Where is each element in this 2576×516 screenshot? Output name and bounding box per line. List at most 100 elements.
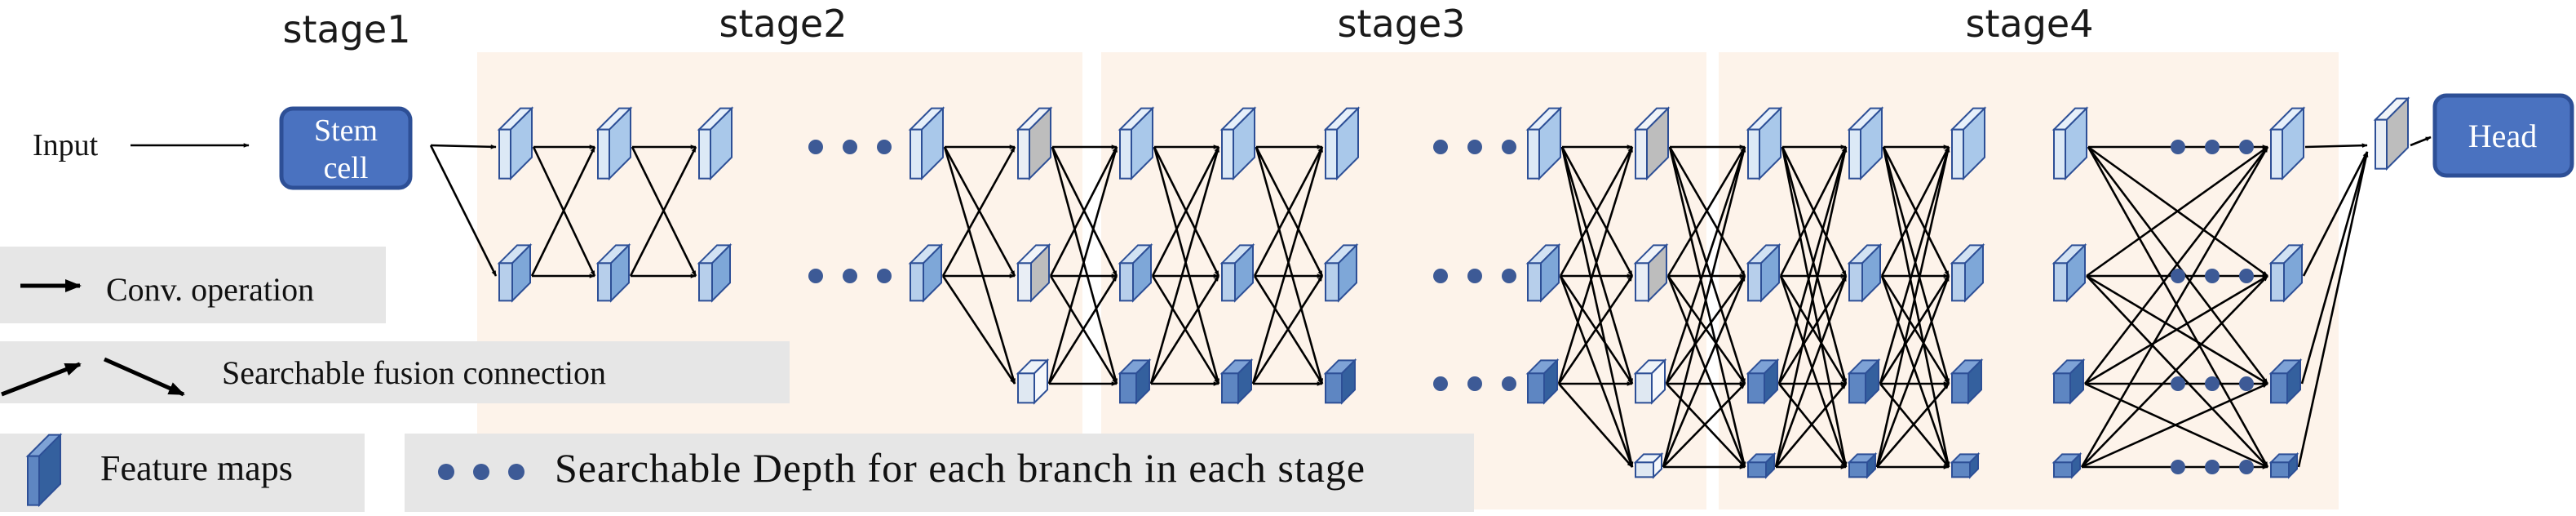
- legend-fusion-text: Searchable fusion connection: [222, 354, 606, 391]
- feature-map-s3-c9-r3: [1633, 452, 1664, 479]
- connection-lines: [429, 136, 2432, 469]
- fusion-edge-9-3-0: [1662, 146, 1746, 468]
- depth-dot-s3-r0-2: [1502, 140, 1516, 154]
- feature-map-s3-c8-r0: [1525, 106, 1563, 181]
- depth-dot-s4-r2-2: [2239, 376, 2254, 391]
- fusion-edge-5-0-2: [1153, 146, 1220, 385]
- fusion-edge-1-1-0: [629, 146, 697, 277]
- fusion-edge-9-2-3: [1666, 383, 1746, 468]
- feature-map-s2-c3-r1: [908, 242, 944, 303]
- depth-dot-s4-r2-1: [2205, 376, 2220, 391]
- feature-map-s2-c1-r0: [595, 106, 633, 181]
- feature-map-s2-c2-r1: [697, 242, 733, 303]
- stem-cell-label-line2: cell: [324, 151, 369, 185]
- feature-map-s3-c6-r2: [1219, 358, 1254, 405]
- fusion-edge-11-3-0: [1875, 146, 1950, 468]
- fusion-edge-13-1-3: [2086, 275, 2268, 468]
- fusion-edge-13-0-2: [2087, 146, 2269, 385]
- fusion-edge-3-0-2: [943, 146, 1016, 385]
- depth-dot-s3-r2-0: [1433, 376, 1448, 391]
- depth-dot-s3-r2-2: [1502, 376, 1516, 391]
- fusion-edge-8-1-0: [1559, 146, 1634, 277]
- legend-depth-dots: [438, 464, 524, 480]
- feature-map-s2-c0-r0: [497, 106, 534, 181]
- depth-dots: [808, 140, 2254, 474]
- feature-map-s3-c9-r2: [1633, 358, 1667, 405]
- feature-map-s3-c6-r1: [1219, 242, 1255, 303]
- feature-map-s4-c14-r2: [2268, 358, 2303, 405]
- stage1-title: stage1: [283, 7, 411, 51]
- depth-dot-s4-r3-0: [2171, 460, 2185, 474]
- depth-dot-s4-r0-1: [2205, 140, 2220, 154]
- feature-map-s4-c10-r3: [1746, 452, 1777, 479]
- feature-map-s3-c7-r1: [1323, 242, 1359, 303]
- feature-map-s2-c0-r1: [497, 242, 533, 303]
- feature-map-s4-c11-r3: [1847, 452, 1878, 479]
- legend-depth-background: [405, 434, 1474, 512]
- fusion-edge-9-3-2: [1662, 383, 1746, 468]
- fusion-edge-11-1-3: [1880, 275, 1950, 468]
- feature-map-s4-c10-r1: [1746, 242, 1782, 303]
- to-head-edge-3: [2297, 151, 2369, 468]
- depth-dot-s4-r1-0: [2171, 269, 2185, 283]
- fusion-edge-11-3-1: [1875, 275, 1950, 468]
- feature-map-s4-c14-r1: [2268, 242, 2304, 303]
- feature-map-s3-c5-r0: [1118, 106, 1155, 181]
- fusion-edge-4-0-2: [1051, 146, 1118, 385]
- fusion-edge-13-0-3: [2087, 146, 2269, 468]
- feature-map-s2-c2-r0: [697, 106, 734, 181]
- fusion-edge-3-1-0: [941, 146, 1016, 277]
- legend-feature-text: Feature maps: [100, 448, 293, 488]
- legend-fusion-arrow-down: [103, 357, 185, 397]
- depth-dot-s2-r1-2: [877, 269, 892, 283]
- depth-dot-s4-r1-2: [2239, 269, 2254, 283]
- depth-dot-s3-r2-1: [1467, 376, 1482, 391]
- fusion-edge-9-0-2: [1668, 146, 1746, 385]
- fusion-edge-9-1-3: [1666, 275, 1746, 468]
- fusion-edge-9-1-0: [1666, 146, 1746, 277]
- fusion-edge-8-0-2: [1560, 146, 1634, 385]
- feature-map-s4-c12-r2: [1950, 358, 1984, 405]
- feature-map-s4-c10-r0: [1746, 106, 1783, 181]
- feature-map-s4-c11-r0: [1847, 106, 1884, 181]
- feature-map-s3-c8-r1: [1525, 242, 1561, 303]
- fusion-edge-9-0-3: [1668, 146, 1746, 468]
- depth-dot-s2-r0-0: [808, 140, 823, 154]
- fusion-edge-10-3-0: [1774, 146, 1848, 468]
- depth-dot-s3-r1-1: [1467, 269, 1482, 283]
- legend-conv-text: Conv. operation: [106, 271, 314, 308]
- feature-map-s3-c7-r2: [1323, 358, 1357, 405]
- fusion-edge-3-1-2: [941, 275, 1016, 385]
- fusion-edge-10-2-0: [1777, 146, 1848, 385]
- depth-dot-s4-r1-1: [2205, 269, 2220, 283]
- fusion-edge-9-3-1: [1662, 275, 1746, 468]
- fusion-edge-13-1-0: [2086, 145, 2268, 278]
- feature-map-s2-c4-r2: [1016, 358, 1050, 405]
- fusion-edge-8-0-3: [1560, 146, 1634, 468]
- fusion-edge-4-2-0: [1047, 146, 1118, 385]
- feature-map-s4-c12-r1: [1950, 242, 1985, 303]
- fusion-edge-9-2-0: [1665, 146, 1746, 385]
- stage3-background: [1101, 52, 1706, 509]
- feature-map-s3-c9-r0: [1633, 106, 1671, 181]
- stem-cell-box: Stem cell: [279, 106, 413, 190]
- feature-maps: [497, 96, 2410, 479]
- fusion-edge-6-2-0: [1251, 146, 1324, 385]
- feature-map-s4-c13-r1: [2052, 242, 2087, 303]
- head-input-feature-map: [2373, 96, 2410, 171]
- feature-map-s4-c14-r3: [2268, 452, 2299, 479]
- feature-map-s2-c4-r1: [1016, 242, 1051, 303]
- fusion-edge-10-1-3: [1779, 275, 1848, 468]
- legend-depth-dot-0: [438, 464, 454, 480]
- feature-map-s3-c6-r0: [1219, 106, 1257, 181]
- legend-feature-icon: [25, 433, 63, 508]
- depth-dot-s4-r3-2: [2239, 460, 2254, 474]
- fusion-edge-10-2-1: [1777, 275, 1848, 385]
- depth-dot-s3-r0-1: [1467, 140, 1482, 154]
- feature-map-s3-c5-r1: [1118, 242, 1153, 303]
- fusion-edge-13-3-0: [2080, 146, 2269, 468]
- feature-map-s3-c5-r2: [1118, 358, 1152, 405]
- depth-dot-s4-r3-1: [2205, 460, 2220, 474]
- feature-map-s4-c13-r0: [2052, 106, 2089, 181]
